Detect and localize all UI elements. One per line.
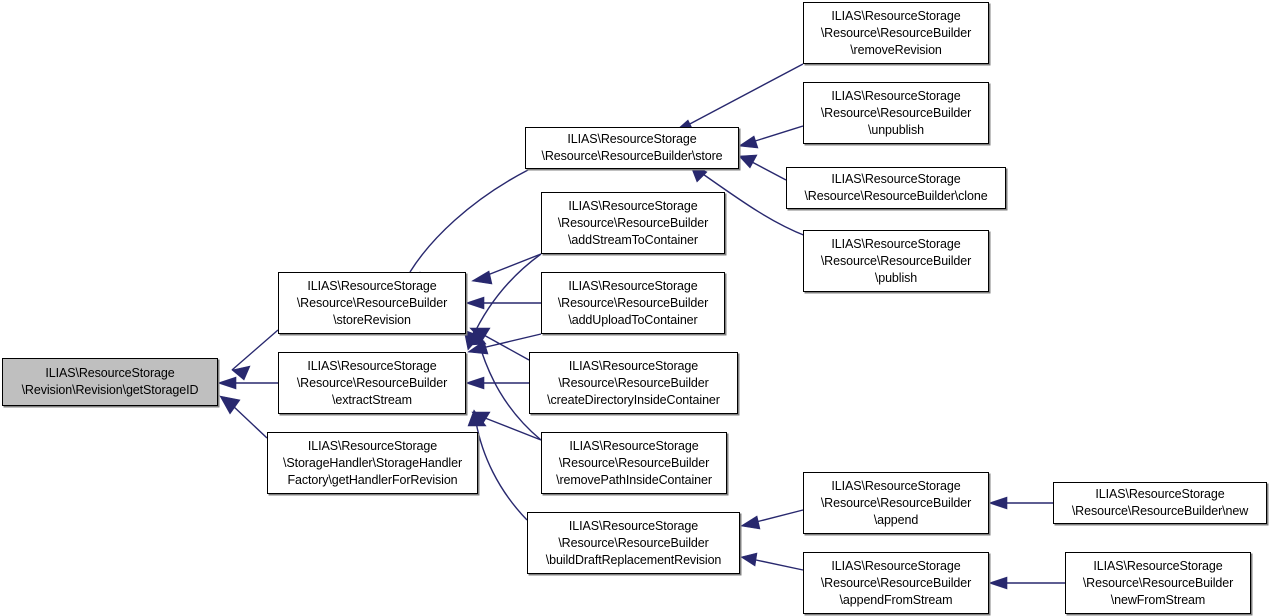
node-buildDraftReplacementRevision[interactable]: ILIAS\ResourceStorage \Resource\Resource… [527,512,740,574]
edge-append-to-buildDraftReplacementRevision [740,509,804,530]
arrowhead-icon [738,135,759,149]
node-label-removeRevision: ILIAS\ResourceStorage \Resource\Resource… [820,8,972,57]
edge-line [755,509,804,523]
node-new[interactable]: ILIAS\ResourceStorage \Resource\Resource… [1053,482,1267,524]
node-getHandlerForRevision[interactable]: ILIAS\ResourceStorage \StorageHandler\St… [267,432,478,494]
arrowhead-icon [217,376,237,390]
edge-addUploadToContainer-to-storeRevision [465,296,541,310]
node-publish[interactable]: ILIAS\ResourceStorage \Resource\Resource… [803,230,989,292]
node-label-extractStream: ILIAS\ResourceStorage \Resource\Resource… [296,358,448,407]
edge-line [484,417,542,441]
edge-line [475,421,528,521]
edge-line [751,161,787,181]
edge-newFromStream-to-appendFromStream [988,576,1065,590]
edge-line [231,329,279,371]
arrowhead-icon [988,576,1008,590]
arrowhead-icon [465,376,485,390]
node-label-removePathInsideContainer: ILIAS\ResourceStorage \Resource\Resource… [556,438,712,487]
edge-line [481,333,542,349]
edge-new-to-append [988,496,1053,510]
node-label-addUploadToContainer: ILIAS\ResourceStorage \Resource\Resource… [557,278,709,327]
edge-line [477,339,542,441]
node-label-createDirectoryInsideContainer: ILIAS\ResourceStorage \Resource\Resource… [547,358,720,407]
edge-line [409,169,529,273]
node-store[interactable]: ILIAS\ResourceStorage \Resource\Resource… [525,127,739,169]
node-label-buildDraftReplacementRevision: ILIAS\ResourceStorage \Resource\Resource… [545,518,722,567]
edge-getHandlerForRevision-to-getStorageID [219,395,268,439]
node-label-appendFromStream: ILIAS\ResourceStorage \Resource\Resource… [820,558,972,607]
node-label-clone: ILIAS\ResourceStorage \Resource\Resource… [804,172,988,203]
node-newFromStream[interactable]: ILIAS\ResourceStorage \Resource\Resource… [1065,552,1251,614]
arrowhead-icon [465,296,485,310]
edge-appendFromStream-to-buildDraftReplacementRevision [740,552,804,571]
edge-line [751,125,804,143]
node-storeRevision[interactable]: ILIAS\ResourceStorage \Resource\Resource… [278,272,466,334]
edge-extractStream-to-getStorageID [217,376,278,390]
node-clone[interactable]: ILIAS\ResourceStorage \Resource\Resource… [786,167,1006,209]
node-removePathInsideContainer[interactable]: ILIAS\ResourceStorage \Resource\Resource… [541,432,727,494]
arrowhead-icon [219,395,241,415]
arrowhead-icon [988,496,1008,510]
edge-createDirectoryInsideContainer-to-extractStream [465,376,529,390]
node-unpublish[interactable]: ILIAS\ResourceStorage \Resource\Resource… [803,82,989,144]
node-getStorageID[interactable]: ILIAS\ResourceStorage \Revision\Revision… [2,358,218,406]
edge-store-to-storeRevision [401,169,529,287]
node-extractStream[interactable]: ILIAS\ResourceStorage \Resource\Resource… [278,352,466,414]
edge-unpublish-to-store [738,125,804,149]
node-label-addStreamToContainer: ILIAS\ResourceStorage \Resource\Resource… [557,198,709,247]
edge-removeRevision-to-store [671,63,804,135]
node-label-newFromStream: ILIAS\ResourceStorage \Resource\Resource… [1082,558,1234,607]
node-label-store: ILIAS\ResourceStorage \Resource\Resource… [541,132,723,163]
node-label-unpublish: ILIAS\ResourceStorage \Resource\Resource… [820,88,972,137]
node-label-getHandlerForRevision: ILIAS\ResourceStorage \StorageHandler\St… [282,438,463,487]
node-label-getStorageID: ILIAS\ResourceStorage \Revision\Revision… [21,366,199,397]
arrowhead-icon [231,365,251,381]
node-label-publish: ILIAS\ResourceStorage \Resource\Resource… [820,236,972,285]
edge-line [755,559,804,571]
node-createDirectoryInsideContainer[interactable]: ILIAS\ResourceStorage \Resource\Resource… [529,352,738,414]
edge-clone-to-store [738,154,787,181]
node-label-append: ILIAS\ResourceStorage \Resource\Resource… [820,478,972,527]
edge-storeRevision-to-getStorageID [231,329,279,381]
arrowhead-icon [740,552,758,567]
arrowhead-icon [738,154,758,169]
arrowhead-icon [467,409,487,427]
edge-buildDraftReplacementRevision-to-extractStream [467,409,528,521]
node-label-storeRevision: ILIAS\ResourceStorage \Resource\Resource… [296,278,448,327]
arrowhead-icon [469,328,487,346]
edge-line [484,253,542,277]
node-addStreamToContainer[interactable]: ILIAS\ResourceStorage \Resource\Resource… [541,192,725,254]
edge-line [231,404,268,439]
node-removeRevision[interactable]: ILIAS\ResourceStorage \Resource\Resource… [803,2,989,64]
node-addUploadToContainer[interactable]: ILIAS\ResourceStorage \Resource\Resource… [541,272,725,334]
edge-line [471,253,542,339]
arrowhead-icon [740,515,761,530]
edge-removePathInsideContainer-to-storeRevision [469,328,542,441]
edge-addStreamToContainer-to-storeRevision [471,253,542,285]
node-label-new: ILIAS\ResourceStorage \Resource\Resource… [1071,487,1249,518]
node-append[interactable]: ILIAS\ResourceStorage \Resource\Resource… [803,472,989,534]
node-appendFromStream[interactable]: ILIAS\ResourceStorage \Resource\Resource… [803,552,989,614]
edge-line [685,63,804,127]
edge-line [481,333,530,361]
arrowhead-icon [471,270,493,285]
edge-line [699,171,807,237]
